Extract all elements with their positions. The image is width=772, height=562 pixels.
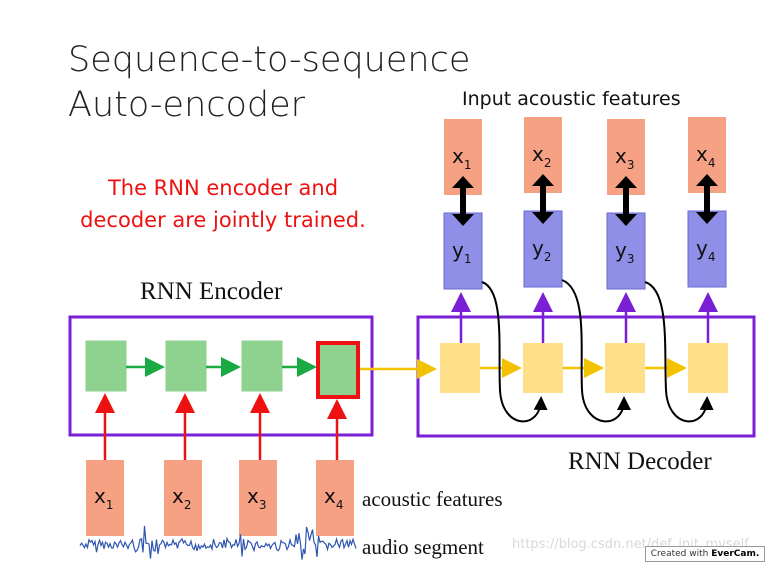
encoder-input-1 (86, 460, 124, 536)
reconstruction-arrow-1 (452, 176, 474, 226)
encoder-input-label-4: x4 (324, 484, 343, 512)
target-input-label-4: x4 (696, 142, 715, 170)
encoder-input-label-3: x3 (247, 484, 266, 512)
encoder-cell-4 (316, 341, 360, 399)
decoder-cell-2 (523, 343, 563, 393)
title-line-1: Sequence-to-sequence (68, 40, 471, 80)
audio-segment-label: audio segment (362, 535, 484, 559)
note-line-2: decoder are jointly trained. (80, 208, 366, 232)
target-input-label-3: x3 (615, 144, 634, 172)
decoder-output-label-1: y1 (452, 238, 471, 266)
encoder-input-2 (164, 460, 202, 536)
slide-title: Sequence-to-sequence Auto-encoder (68, 38, 470, 128)
title-line-2: Auto-encoder (68, 85, 306, 125)
target-input-label-1: x1 (452, 144, 471, 172)
acoustic-features-label: acoustic features (362, 487, 503, 511)
encoder-cell-1 (85, 340, 127, 392)
decoder-cell-3 (605, 343, 645, 393)
note-line-1: The RNN encoder and (107, 176, 339, 200)
feedback-arrow-2 (561, 279, 631, 423)
encoder-cell-2 (165, 340, 207, 392)
evercam-brand: EverCam. (711, 549, 760, 559)
encoder-input-label-1: x1 (94, 484, 113, 512)
decoder-output-label-4: y4 (696, 236, 715, 264)
encoder-input-4 (316, 460, 354, 536)
evercam-prefix: Created with (650, 549, 709, 559)
reconstruction-arrow-3 (615, 176, 637, 226)
encoder-input-label-2: x2 (172, 484, 191, 512)
decoder-cell-4 (688, 343, 728, 393)
evercam-badge: Created with EverCam. (645, 546, 765, 562)
training-note: The RNN encoder and decoder are jointly … (58, 172, 388, 236)
decoder-output-label-3: y3 (615, 238, 634, 266)
reconstruction-arrow-2 (532, 174, 554, 224)
audio-waveform (79, 525, 357, 560)
input-features-label: Input acoustic features (462, 88, 681, 110)
encoder-frame (68, 315, 374, 437)
decoder-output-label-2: y2 (532, 236, 551, 264)
encoder-cell-3 (241, 340, 283, 392)
decoder-cell-1 (440, 343, 480, 393)
feedback-arrow-1 (481, 281, 548, 423)
target-input-label-2: x2 (532, 142, 551, 170)
encoder-label: RNN Encoder (140, 278, 283, 305)
feedback-arrow-3 (644, 281, 714, 423)
reconstruction-arrow-4 (696, 174, 718, 224)
decoder-label: RNN Decoder (568, 448, 712, 475)
encoder-input-3 (239, 460, 277, 536)
